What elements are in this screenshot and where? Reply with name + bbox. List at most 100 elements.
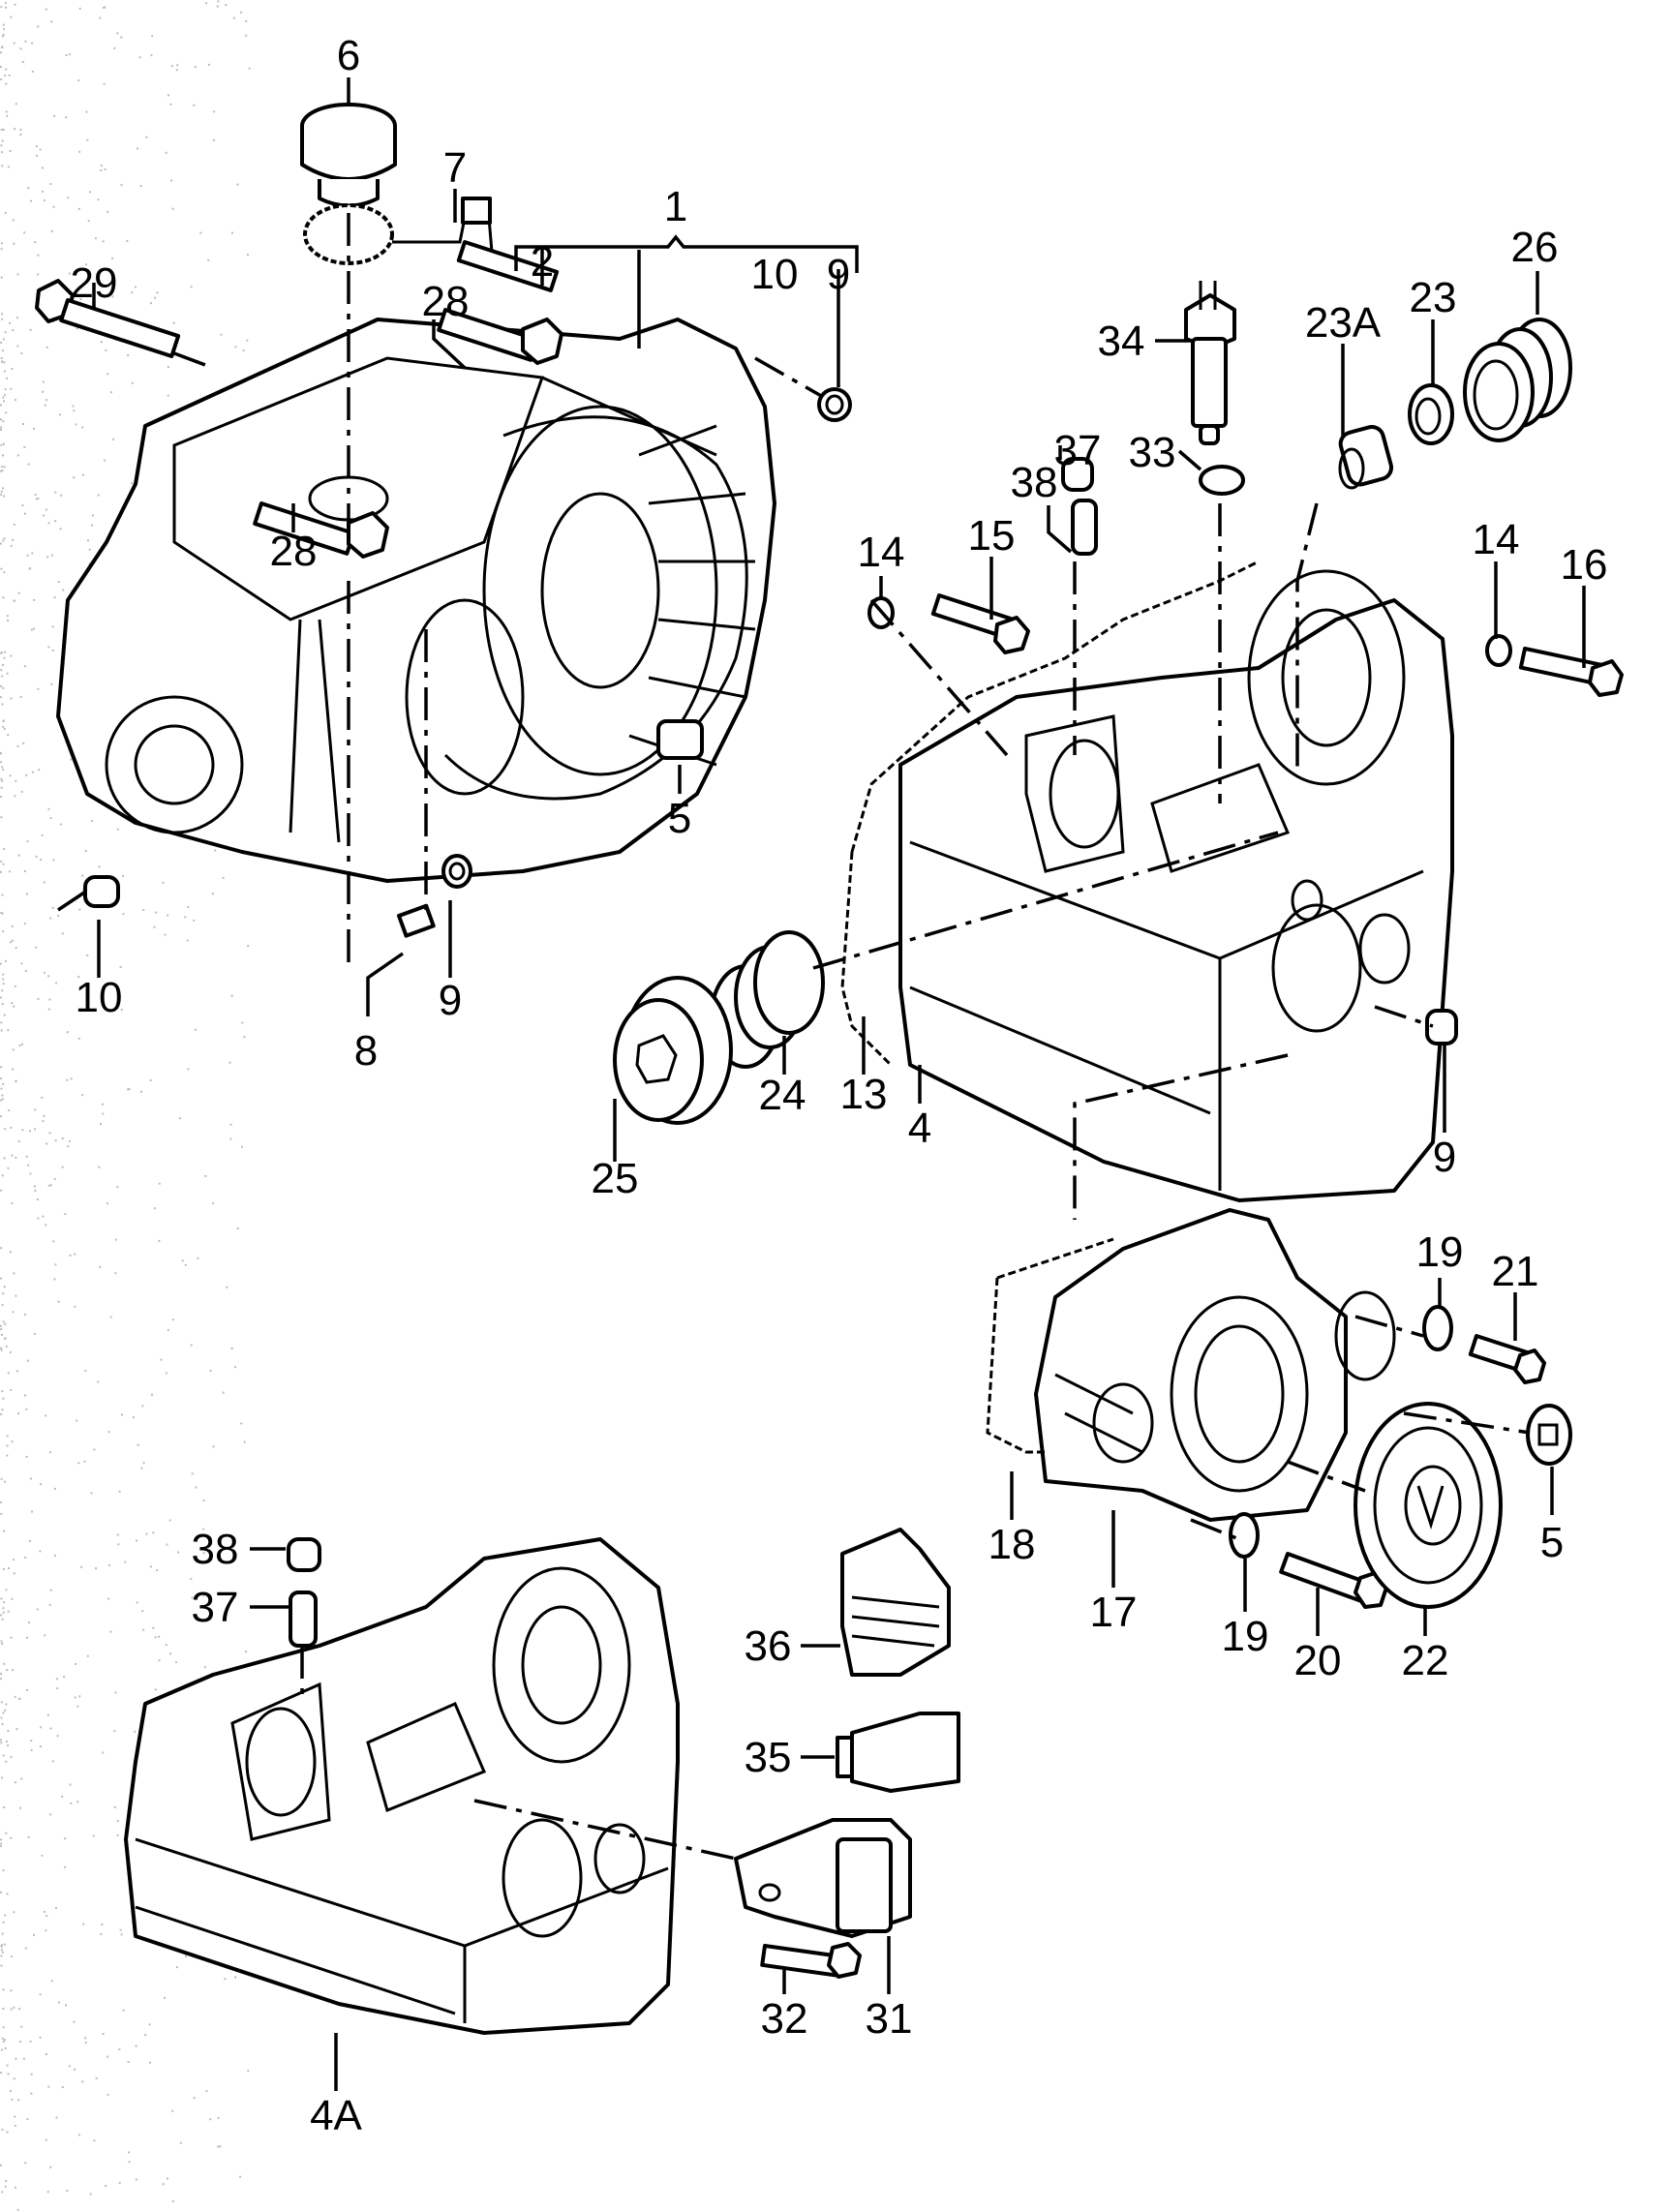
speckle — [167, 914, 169, 917]
connector-36 — [840, 1528, 951, 1677]
speckle — [42, 190, 44, 193]
speckle — [46, 346, 48, 348]
speckle — [152, 1626, 155, 1629]
speckle — [0, 542, 2, 545]
speckle — [24, 40, 27, 43]
speckle — [49, 1589, 52, 1591]
speckle — [10, 2008, 13, 2011]
speckle — [25, 1408, 28, 1410]
speckle — [2, 725, 5, 728]
speckle — [162, 2183, 165, 2186]
speckle — [0, 1348, 3, 1351]
speckle — [245, 1651, 247, 1653]
speckle — [1, 703, 4, 706]
speckle — [2, 719, 5, 722]
speckle — [50, 554, 53, 557]
label-16: 16 — [1561, 541, 1608, 589]
speckle — [65, 116, 68, 119]
label-8: 8 — [354, 1027, 378, 1075]
speckle — [1, 470, 4, 472]
speckle — [30, 2073, 33, 2076]
speckle — [54, 520, 57, 523]
speckle — [29, 1172, 32, 1175]
speckle — [0, 1614, 3, 1617]
label-14-left: 14 — [858, 529, 905, 576]
speckle — [89, 191, 92, 194]
speckle — [76, 1705, 79, 1708]
speckle — [77, 976, 80, 978]
leader-lines — [57, 77, 1586, 2091]
speckle — [241, 1021, 244, 1024]
speckle — [167, 366, 169, 368]
speckle — [4, 1709, 7, 1712]
speckle — [76, 1801, 79, 1803]
speckle — [79, 298, 82, 301]
speckle — [20, 1777, 23, 1780]
speckle — [222, 1391, 225, 1394]
speckle — [76, 1419, 78, 1422]
speckle — [67, 197, 70, 199]
speckle — [78, 908, 81, 911]
speckle — [0, 1739, 2, 1742]
speckle — [1, 1003, 4, 1006]
speckle — [17, 1140, 20, 1143]
speckle — [150, 54, 153, 57]
speckle — [109, 391, 112, 394]
speckle — [2, 396, 5, 399]
speckle — [54, 1139, 57, 1142]
speckle — [230, 1348, 233, 1349]
speckle — [1, 1643, 4, 1645]
bush-9-right — [1425, 1009, 1458, 1045]
speckle — [102, 240, 105, 243]
speckle — [12, 1311, 15, 1314]
speckle — [24, 1313, 26, 1316]
label-1: 1 — [664, 183, 687, 230]
speckle — [70, 1077, 73, 1080]
speckle — [2, 1988, 5, 1991]
speckle — [3, 1601, 6, 1604]
speckle — [1, 35, 4, 38]
speckle — [57, 1300, 60, 1303]
speckle — [0, 66, 2, 69]
speckle — [26, 2118, 29, 2120]
speckle — [5, 1345, 8, 1348]
speckle — [48, 998, 51, 1001]
speckle — [10, 1126, 13, 1129]
speckle — [106, 2055, 109, 2058]
speckle — [21, 504, 24, 507]
speckle — [117, 1543, 120, 1546]
speckle — [11, 1154, 14, 1157]
speckle — [13, 2077, 15, 2080]
speckle — [25, 1455, 28, 1458]
speckle — [1, 1094, 4, 1097]
speckle — [128, 1088, 131, 1091]
speckle — [144, 2034, 147, 2036]
speckle — [241, 1145, 243, 1148]
speckle — [41, 833, 44, 836]
speckle — [12, 1068, 15, 1071]
speckle — [0, 796, 2, 799]
speckle — [14, 399, 16, 402]
bush-9-top — [817, 387, 852, 422]
speckle — [166, 1543, 168, 1546]
speckle — [29, 2040, 32, 2043]
bolt-20 — [1279, 1552, 1388, 1609]
speckle — [45, 2138, 47, 2141]
speckle — [3, 28, 6, 31]
speckle — [4, 2046, 7, 2049]
speckle — [190, 286, 193, 288]
speckle — [17, 591, 20, 594]
speckle — [202, 1594, 205, 1597]
speckle — [242, 349, 245, 352]
speckle — [9, 150, 12, 152]
speckle — [212, 138, 215, 141]
speckle — [87, 539, 89, 542]
speckle — [0, 684, 2, 687]
speckle — [81, 426, 84, 429]
speckle — [3, 442, 5, 445]
speckle — [1, 2037, 4, 2040]
speckle — [124, 1561, 127, 1563]
speckle — [3, 1567, 5, 1570]
speckle — [7, 166, 10, 168]
label-14-right: 14 — [1473, 516, 1520, 563]
